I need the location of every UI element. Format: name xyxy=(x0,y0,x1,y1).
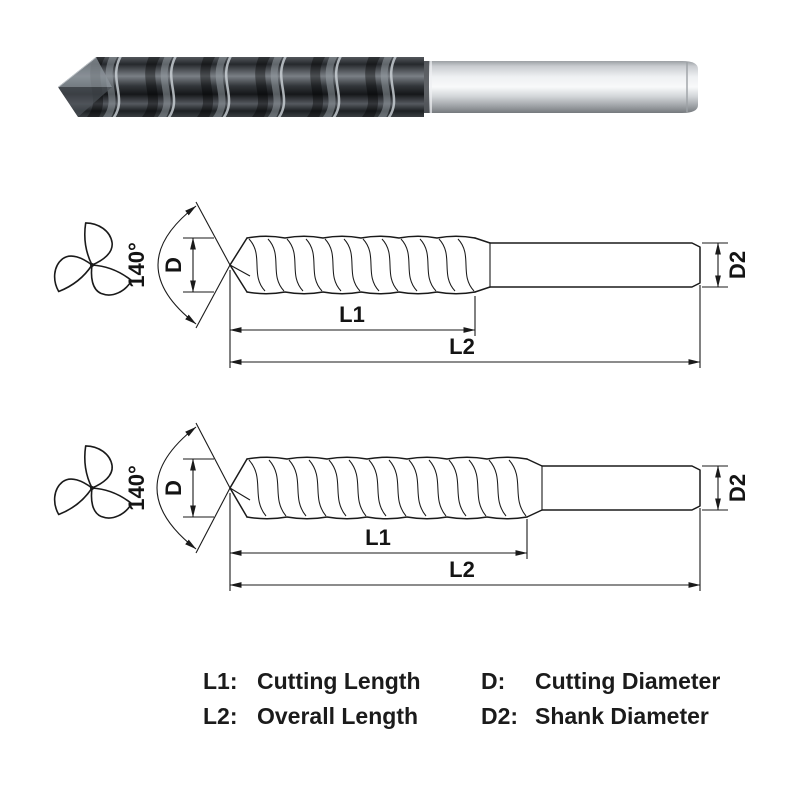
overall-length-label: L2 xyxy=(449,557,475,582)
point-angle-annotation: 140° xyxy=(124,201,231,329)
angle-line-lower xyxy=(195,264,231,329)
legend-term-d: D: xyxy=(481,668,506,694)
drill-side-view xyxy=(229,456,701,520)
shank-diameter-label: D2 xyxy=(725,251,750,279)
cutting-diameter-label: D xyxy=(161,257,186,273)
legend-item-d: D: Cutting Diameter xyxy=(481,666,720,696)
overall-length-label: L2 xyxy=(449,334,475,359)
end-view-center xyxy=(90,486,94,490)
tip-facet-bottom xyxy=(58,87,112,117)
flute-top-edge xyxy=(246,235,476,239)
d-extension-lines xyxy=(183,237,214,293)
legend-term-d2: D2: xyxy=(481,703,519,729)
d2-extension-lines xyxy=(702,242,728,288)
flute-helix-lines xyxy=(248,238,475,292)
legend-desc-d2: Shank Diameter xyxy=(535,703,709,729)
flute-shank-transition xyxy=(526,458,543,518)
angle-line-upper xyxy=(195,201,231,266)
shank-outline xyxy=(541,465,701,511)
end-view-lobe xyxy=(53,478,93,516)
overall-length-dimension: L2 xyxy=(229,285,701,368)
drill-point-edge xyxy=(229,487,251,501)
drill-end-view xyxy=(53,222,133,296)
point-angle-label: 140° xyxy=(124,465,149,511)
cutting-length-label: L1 xyxy=(365,525,391,550)
d2-extension-lines xyxy=(702,465,728,511)
angle-line-upper xyxy=(195,422,231,489)
point-angle-label: 140° xyxy=(124,242,149,288)
legend-item-d2: D2: Shank Diameter xyxy=(481,701,720,731)
shank-diameter-label: D2 xyxy=(725,474,750,502)
drill-diagram-bottom: 140° D D2 L1 xyxy=(53,422,750,591)
shank-diameter-dimension: D2 xyxy=(702,242,750,288)
shank-diameter-dimension: D2 xyxy=(702,465,750,511)
angle-arc xyxy=(157,205,197,325)
end-view-lobe xyxy=(84,445,113,489)
overall-length-dimension: L2 xyxy=(229,508,701,591)
drill-side-view xyxy=(229,235,701,295)
legend-desc-l1: Cutting Length xyxy=(257,668,421,694)
tip-facet-top xyxy=(58,57,112,87)
drill-point xyxy=(229,458,248,518)
flute-bottom-edge xyxy=(246,291,476,295)
flute-section xyxy=(58,57,424,117)
end-view-center xyxy=(90,263,94,267)
shank-body xyxy=(424,61,698,113)
end-view-lobe xyxy=(90,487,133,519)
point-angle-annotation: 140° xyxy=(124,422,231,554)
shank-outline xyxy=(489,242,701,288)
shank-junction-highlight xyxy=(430,61,432,113)
drill-point xyxy=(229,237,248,293)
drill-photo xyxy=(58,57,698,117)
cutting-diameter-label: D xyxy=(161,480,186,496)
legend-desc-d: Cutting Diameter xyxy=(535,668,721,694)
shank-section xyxy=(424,61,698,113)
legend-item-l2: L2: Overall Length xyxy=(203,701,481,731)
cutting-diameter-dimension: D xyxy=(161,237,214,293)
legend: L1: Cutting Length D: Cutting Diameter L2:… xyxy=(203,666,720,731)
cutting-diameter-dimension: D xyxy=(161,458,214,518)
cutting-length-label: L1 xyxy=(339,302,365,327)
flute-shank-transition xyxy=(474,237,491,293)
legend-term-l1: L1: xyxy=(203,668,238,694)
shank-junction-ring xyxy=(424,61,429,113)
flute-bottom-edge xyxy=(246,516,528,520)
flute-light-streaks xyxy=(102,57,394,117)
drill-point-edge xyxy=(229,264,251,277)
flute-helix-lines xyxy=(248,459,527,517)
d-extension-lines xyxy=(183,458,214,518)
drill-end-view xyxy=(53,445,133,519)
drill-diagram-top: 140° D D2 L1 xyxy=(53,201,750,368)
end-view-lobe xyxy=(84,222,113,266)
end-view-lobe xyxy=(90,264,133,296)
legend-item-l1: L1: Cutting Length xyxy=(203,666,481,696)
flute-top-edge xyxy=(246,456,528,460)
flute-shading xyxy=(58,57,399,117)
flute-bright-streaks xyxy=(111,57,399,117)
end-view-lobe xyxy=(53,255,93,293)
legend-term-l2: L2: xyxy=(203,703,238,729)
angle-arc xyxy=(156,426,197,550)
legend-desc-l2: Overall Length xyxy=(257,703,419,729)
cutting-length-dimension: L1 xyxy=(229,270,476,368)
angle-line-lower xyxy=(195,487,231,554)
cutting-length-dimension: L1 xyxy=(229,493,528,591)
